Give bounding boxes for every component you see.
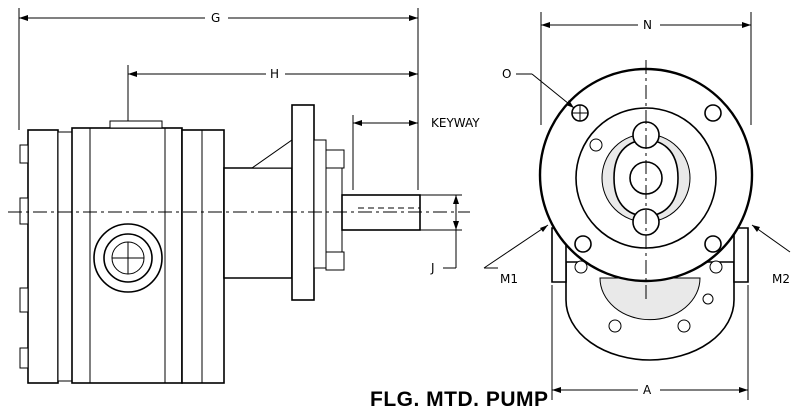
front-flange — [538, 67, 754, 283]
dimension-a: A — [551, 285, 749, 400]
mounting-flange — [291, 104, 345, 301]
dimension-m1: M1 — [483, 224, 549, 286]
label-keyway: KEYWAY — [431, 116, 480, 130]
dimension-j: J — [430, 195, 459, 275]
label-o: O — [502, 67, 511, 81]
label-h: H — [270, 67, 279, 81]
flange-bolt-holes — [571, 104, 722, 253]
lower-housing — [565, 260, 735, 361]
label-g: G — [211, 11, 220, 25]
dimension-m2: M2 — [751, 224, 791, 286]
label-n: N — [643, 18, 652, 32]
port — [93, 223, 163, 293]
dimension-n: N — [540, 12, 752, 125]
side-view: G H KEYWAY — [8, 8, 480, 384]
label-m2: M2 — [772, 272, 790, 286]
pump-body — [71, 120, 225, 384]
dimension-g: G — [18, 8, 419, 190]
front-view: N — [483, 12, 791, 400]
drawing-title: FLG. MTD. PUMP — [370, 388, 549, 411]
dimension-keyway: KEYWAY — [352, 115, 480, 190]
rear-cover — [19, 129, 73, 384]
label-a: A — [643, 383, 652, 397]
shaft — [341, 194, 462, 231]
dimension-o: O — [502, 67, 575, 109]
label-j: J — [430, 261, 435, 275]
bracket — [223, 139, 293, 279]
label-m1: M1 — [500, 272, 518, 286]
